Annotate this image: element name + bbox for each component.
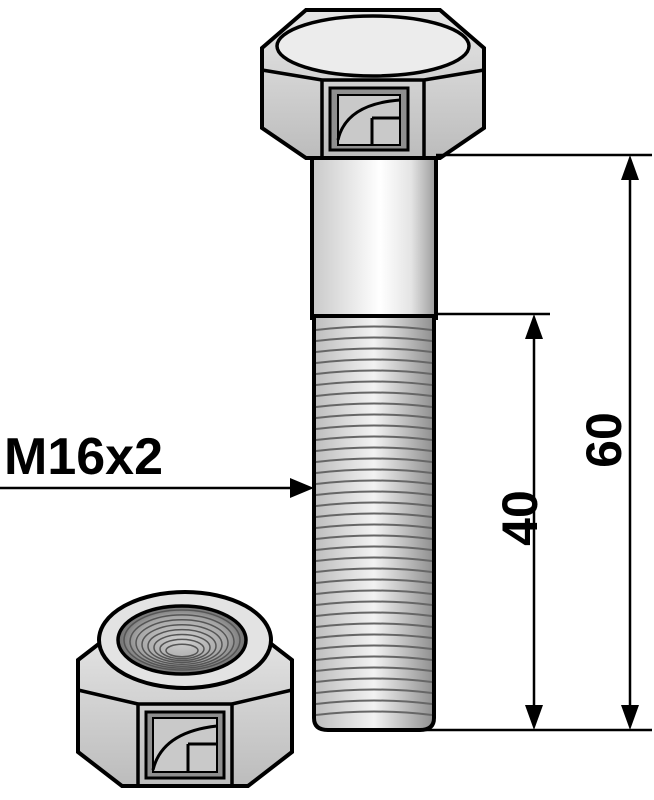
- thread-length-label: 40: [492, 490, 548, 546]
- thread-ridge: [315, 468, 433, 474]
- thread-ridge: [315, 402, 433, 408]
- bore-thread-ring: [135, 619, 229, 667]
- bore-thread-ring: [147, 628, 217, 664]
- thread-ridge: [315, 336, 433, 342]
- nut-logo-icon: [144, 710, 226, 780]
- bore-thread-ring: [165, 643, 199, 658]
- bore-thread-ring: [129, 614, 235, 669]
- thread-ridge: [315, 710, 433, 716]
- hex-bolt-icon: [260, 8, 486, 732]
- thread-ridge: [315, 545, 433, 551]
- thread-ridge: [315, 567, 433, 573]
- thread-ridge: [315, 534, 433, 540]
- thread-ridge: [315, 523, 433, 529]
- bolt-shank: [310, 150, 438, 320]
- bolt-thread: [312, 314, 436, 732]
- thread-ridge: [315, 699, 433, 705]
- thread-ridge: [315, 622, 433, 628]
- bore-thread-ring: [141, 623, 223, 666]
- thread-ridge: [315, 391, 433, 397]
- thread-ridge: [315, 578, 433, 584]
- thread-ridge: [315, 446, 433, 452]
- bore-thread-ring: [153, 633, 211, 662]
- thread-ridge: [315, 435, 433, 441]
- lock-nut-icon: [76, 590, 294, 788]
- manufacturer-logo-icon: [328, 86, 410, 152]
- thread-ridge: [315, 501, 433, 507]
- thread-ridge: [315, 490, 433, 496]
- thread-ridge: [315, 512, 433, 518]
- thread-ridge: [315, 413, 433, 419]
- total-length-label: 60: [576, 412, 632, 468]
- thread-ridge: [315, 380, 433, 386]
- thread-ridge: [315, 369, 433, 375]
- thread-ridge: [315, 457, 433, 463]
- thread-ridge: [315, 677, 433, 683]
- thread-spec-label: M16x2: [4, 428, 163, 486]
- dimension-lines: [0, 153, 652, 732]
- thread-ridge: [315, 644, 433, 650]
- bolt-head: [260, 8, 486, 160]
- thread-ridge: [315, 589, 433, 595]
- thread-ridge: [315, 347, 433, 353]
- thread-ridge: [315, 655, 433, 661]
- dimension-arrows: [290, 155, 639, 730]
- thread-ridge: [315, 325, 433, 331]
- thread-ridge: [315, 600, 433, 606]
- thread-ridge: [315, 479, 433, 485]
- bore-thread-ring: [159, 638, 205, 660]
- thread-ridge: [315, 358, 433, 364]
- thread-ridge: [315, 556, 433, 562]
- thread-ridge: [315, 611, 433, 617]
- thread-ridge: [315, 688, 433, 694]
- bore-thread-ring: [123, 609, 241, 671]
- thread-ridge: [315, 424, 433, 430]
- thread-ridge: [315, 666, 433, 672]
- thread-ridge: [315, 633, 433, 639]
